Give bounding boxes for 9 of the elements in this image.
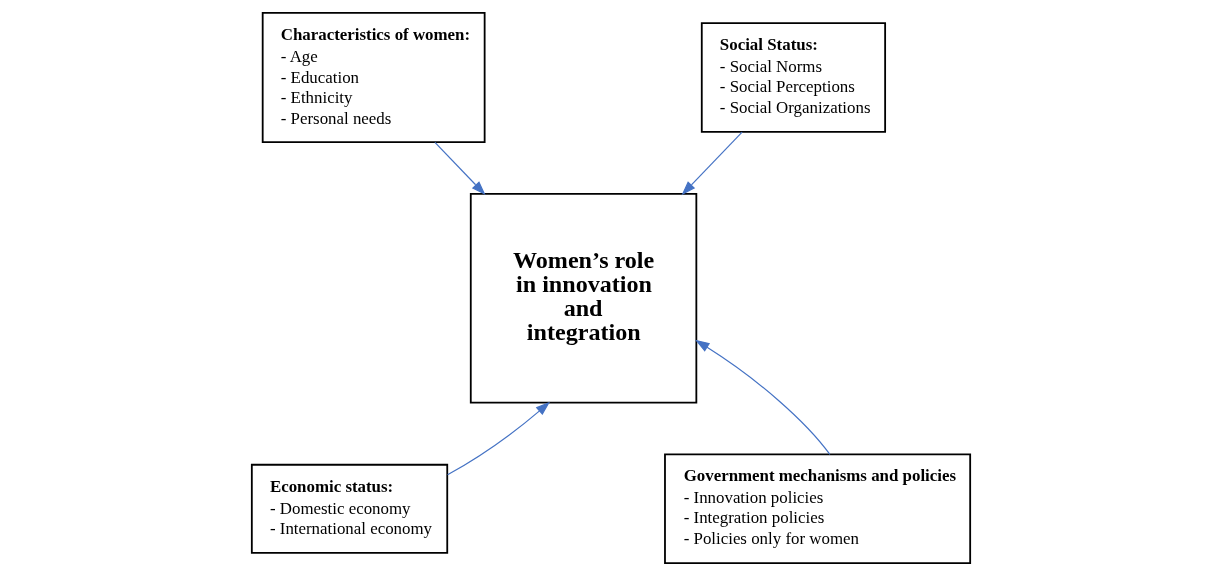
node-box: Social Status: - Social Norms - Social Perceptions - Social Organizations bbox=[700, 22, 887, 133]
arrow bbox=[695, 339, 831, 455]
arrow bbox=[446, 401, 551, 476]
node-box: Government mechanisms and policies - Innovation policies - Integration policies - Policies only for women bbox=[664, 453, 972, 564]
arrow bbox=[434, 141, 486, 196]
node-box: Characteristics of women: - Age - Education - Ethnicity - Personal needs bbox=[261, 12, 486, 143]
node-box: Economic status: - Domestic economy - International economy bbox=[250, 463, 449, 554]
arrow bbox=[681, 131, 743, 196]
node-box: Women’s role in innovation and integration bbox=[469, 193, 698, 404]
